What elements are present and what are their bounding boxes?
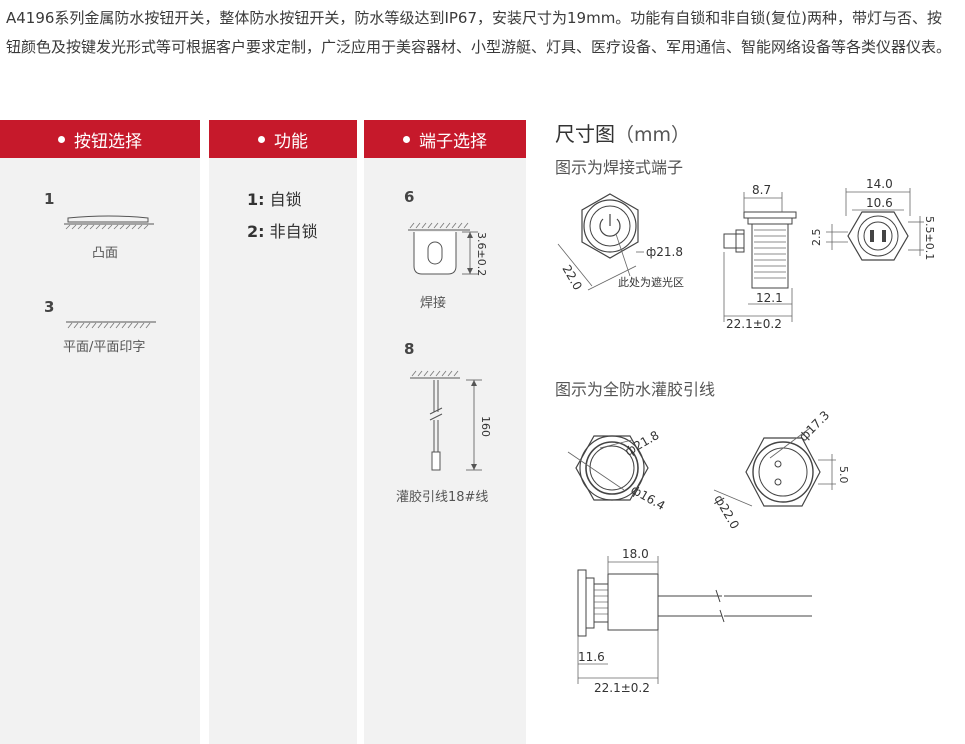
rear-width-10-6-label: 10.6: [866, 196, 893, 210]
side-total-width-label: 22.1±0.2: [594, 681, 650, 695]
side-width-18-label: 18.0: [622, 547, 649, 561]
terminal-option-number: 6: [404, 188, 415, 206]
side-total-width-label: 22.1±0.2: [726, 317, 782, 331]
rear-diameter-22-label: ф22.0: [711, 493, 742, 532]
terminal-option-label: 焊接: [420, 296, 447, 311]
button-option-label: 凸面: [92, 246, 119, 261]
rear-view-drawing: ф17.3 ф22.0 5.0: [711, 408, 850, 531]
terminal-option-number: 8: [404, 340, 415, 358]
shade-area-label: 此处为遮光区: [618, 275, 684, 289]
flat-button-drawing: [66, 321, 156, 329]
button-option-number: 1: [44, 190, 55, 208]
front-diameter-16-4-label: ф16.4: [629, 482, 668, 513]
rear-height-5-5-label: 5.5±0.1: [923, 216, 936, 260]
front-hex-label: 22.0: [559, 263, 584, 293]
side-view-drawing: 18.0 11.6 22.1±0.2: [577, 547, 812, 695]
front-diameter-label: ф21.8: [646, 245, 683, 259]
terminal-header: 端子选择: [364, 120, 526, 158]
button-selection-header: 按钮选择: [0, 120, 200, 158]
bullet-dot-icon: [403, 135, 410, 143]
lead-dim-label: 160: [479, 416, 492, 437]
intro-paragraph: A4196系列金属防水按钮开关，整体防水按钮开关，防水等级达到IP67，安装尺寸…: [6, 9, 952, 56]
convex-button-drawing: [64, 215, 154, 230]
waterproof-lead-dimension-drawings: ф21.8 ф16.4 ф17.3 ф22.0 5.0 18.0: [567, 408, 850, 695]
function-column: 功能 1: 自锁 2: 非自锁: [209, 120, 357, 744]
function-header: 功能: [209, 120, 357, 158]
rear-width-14-label: 14.0: [866, 177, 893, 191]
welded-terminal-dimension-drawings: ф21.8 22.0 此处为遮光区 8.7 12.1 22.1±0.2 14.0: [557, 177, 936, 331]
front-diameter-21-8-label: ф21.8: [623, 428, 662, 459]
button-option-number: 3: [44, 298, 55, 316]
side-width-12-1-label: 12.1: [756, 291, 783, 305]
button-option-label: 平面/平面印字: [63, 340, 146, 355]
dimension-title: 尺寸图（mm）: [555, 122, 691, 146]
solder-terminal-drawing: [408, 222, 478, 275]
function-option: 1: 自锁: [247, 190, 302, 209]
rear-height-5-label: 5.0: [837, 466, 850, 484]
front-view-drawing: ф21.8 ф16.4: [567, 428, 668, 513]
terminal-option-label: 灌胶引线18#线: [396, 490, 489, 505]
front-view-drawing: ф21.8 22.0 此处为遮光区: [557, 193, 684, 293]
rear-view-drawing: 14.0 10.6 2.5 5.5±0.1: [810, 177, 936, 261]
side-view-drawing: 8.7 12.1 22.1±0.2: [723, 183, 797, 331]
rear-height-2-5-label: 2.5: [810, 229, 823, 247]
side-width-8-7-label: 8.7: [752, 183, 771, 197]
terminal-column: 端子选择 6 3.6±0.2 焊接 8 160 灌胶引线18#线: [364, 120, 526, 744]
button-selection-column: 按钮选择 1 凸面 3 平面/平面印字: [0, 120, 200, 744]
solder-dim-label: 3.6±0.2: [475, 232, 488, 277]
function-option: 2: 非自锁: [247, 222, 318, 241]
rear-diameter-17-3-label: ф17.3: [796, 408, 832, 444]
waterproof-lead-subtitle: 图示为全防水灌胶引线: [555, 380, 716, 399]
potted-lead-drawing: [410, 370, 482, 471]
bullet-dot-icon: [258, 135, 265, 143]
bullet-dot-icon: [58, 135, 65, 143]
side-width-11-6-label: 11.6: [578, 650, 605, 664]
welded-terminal-subtitle: 图示为焊接式端子: [555, 158, 684, 177]
